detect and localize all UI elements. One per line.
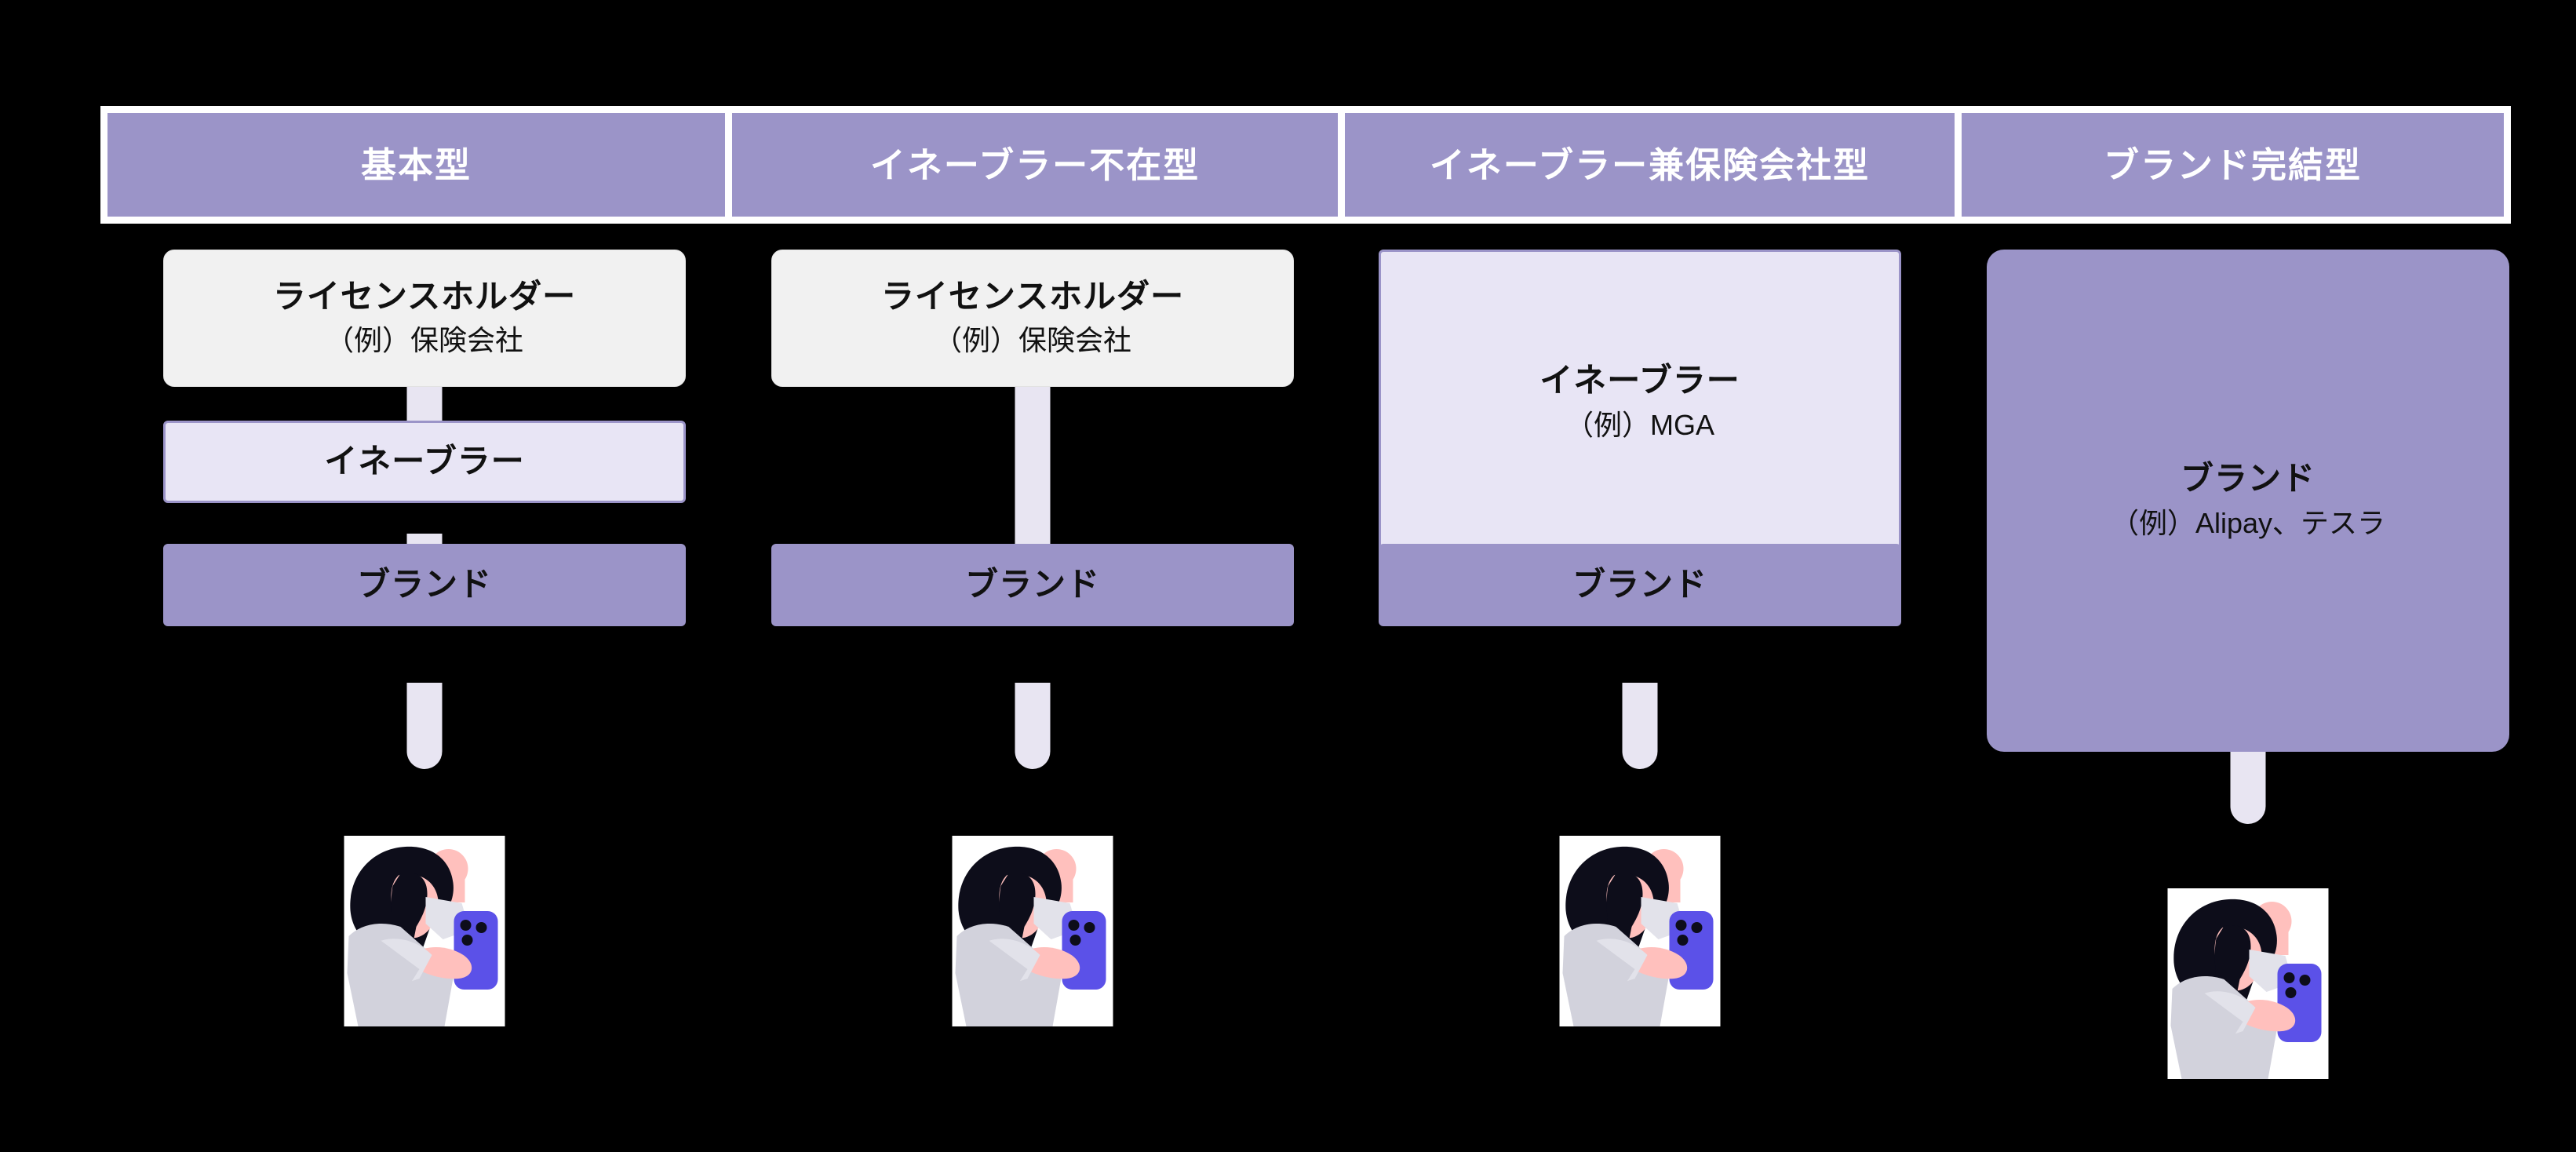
person-with-smartphone-icon (2167, 888, 2329, 1079)
node-title: ライセンスホルダー (880, 277, 1185, 315)
node-title: ブランド (1572, 566, 1707, 603)
node-brand[interactable]: ブランド (771, 544, 1294, 626)
column-header-kihon: 基本型 (107, 113, 725, 217)
column-header-enabler-absent: イネーブラー不在型 (732, 113, 1338, 217)
person-with-smartphone-icon (952, 836, 1113, 1026)
column-header-band: 基本型 イネーブラー不在型 イネーブラー兼保険会社型 ブランド完結型 (100, 106, 2511, 224)
connector-brand-to-customer (406, 683, 443, 769)
node-brand[interactable]: ブランド （例）Alipay、テスラ (1987, 250, 2509, 752)
node-enabler[interactable]: イネーブラー (163, 421, 686, 503)
node-enabler[interactable]: イネーブラー （例）MGA (1379, 250, 1901, 556)
node-brand[interactable]: ブランド (1379, 544, 1901, 626)
person-with-smartphone-icon (1559, 836, 1721, 1026)
node-title: イネーブラー (324, 443, 525, 480)
node-title: ブランド (964, 566, 1100, 603)
node-title: ライセンスホルダー (272, 277, 577, 315)
node-title: ブランド (356, 566, 492, 603)
connector-brand-to-customer (2230, 738, 2266, 824)
node-title: ブランド (2180, 460, 2315, 498)
node-subtitle: （例）MGA (1565, 408, 1714, 441)
column-header-label: イネーブラー不在型 (869, 144, 1201, 185)
node-license-holder[interactable]: ライセンスホルダー （例）保険会社 (163, 250, 686, 387)
node-subtitle: （例）Alipay、テスラ (2110, 506, 2386, 539)
connector-brand-to-customer (1622, 683, 1658, 769)
column-header-label: 基本型 (360, 144, 472, 185)
node-license-holder[interactable]: ライセンスホルダー （例）保険会社 (771, 250, 1294, 387)
node-subtitle: （例）保険会社 (325, 324, 523, 357)
node-subtitle: （例）保険会社 (933, 324, 1131, 357)
column-header-enabler-insurer: イネーブラー兼保険会社型 (1345, 113, 1955, 217)
column-header-label: イネーブラー兼保険会社型 (1429, 144, 1871, 185)
node-title: イネーブラー (1539, 362, 1740, 399)
connector-brand-to-customer (1015, 683, 1051, 769)
person-with-smartphone-icon (344, 836, 505, 1026)
column-header-brand-complete: ブランド完結型 (1962, 113, 2504, 217)
column-header-label: ブランド完結型 (2103, 144, 2362, 185)
node-brand[interactable]: ブランド (163, 544, 686, 626)
